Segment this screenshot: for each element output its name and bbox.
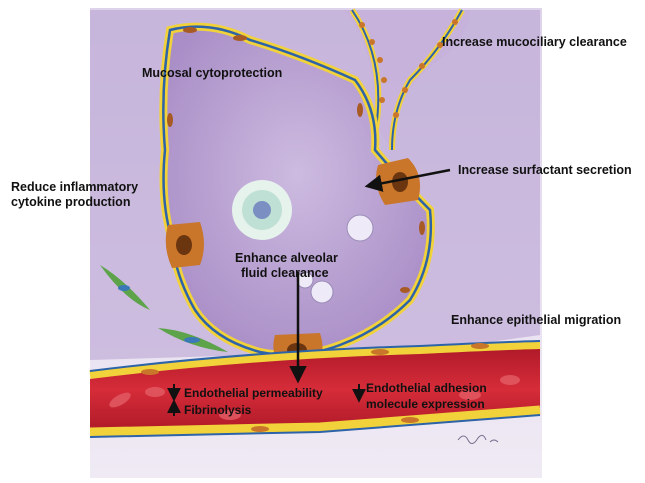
- reduce-cytokine-label-line2: cytokine production: [11, 195, 130, 210]
- type-ii-cell-left: [166, 222, 204, 268]
- adhesion-label-line1: Endothelial adhesion: [366, 381, 487, 396]
- surfactant-secretion-label: Increase surfactant secretion: [458, 163, 632, 178]
- mucosal-cytoprotection-label: Mucosal cytoprotection: [142, 66, 282, 81]
- epithelial-migration-label: Enhance epithelial migration: [451, 313, 621, 328]
- alveolar-fluid-label-line1: Enhance alveolar: [235, 251, 338, 266]
- endothelial-permeability-label: Endothelial permeability: [184, 386, 323, 401]
- fibrinolysis-label: Fibrinolysis: [184, 403, 251, 418]
- alveolar-macrophage: [232, 180, 292, 240]
- reduce-cytokine-label-line1: Reduce inflammatory: [11, 180, 138, 195]
- adhesion-label-line2: molecule expression: [366, 397, 485, 412]
- type-ii-cell-right: [376, 158, 420, 205]
- alveolar-fluid-label-line2: fluid clearance: [241, 266, 329, 281]
- mucociliary-clearance-label: Increase mucociliary clearance: [442, 35, 627, 50]
